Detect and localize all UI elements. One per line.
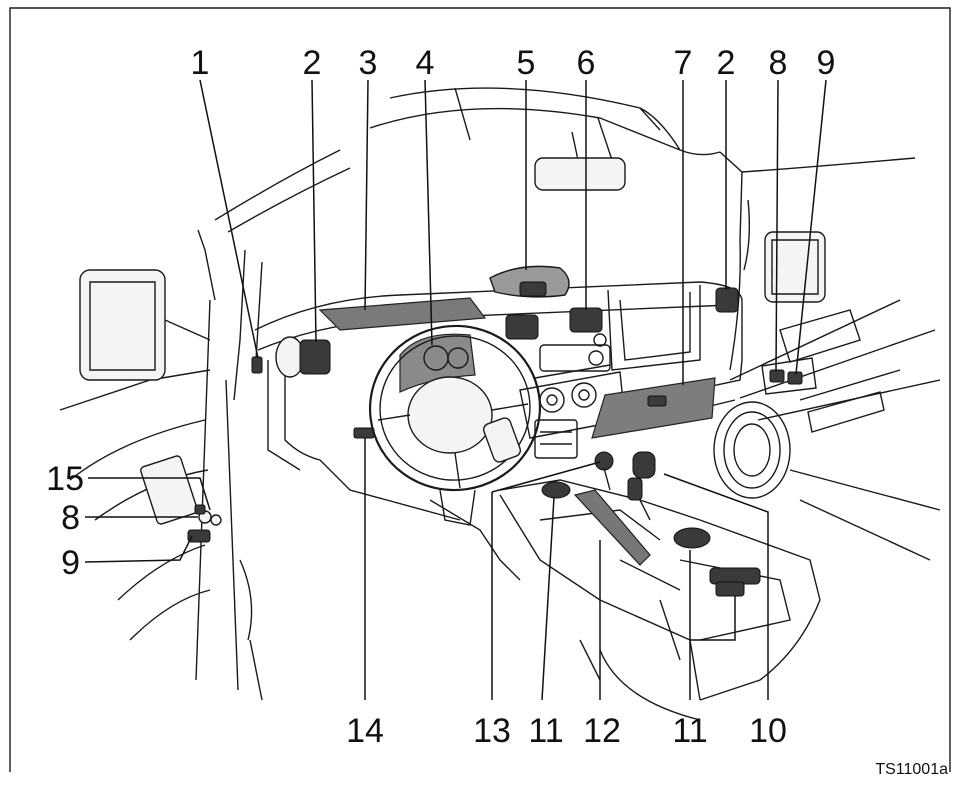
parking-brake-lever <box>573 489 651 566</box>
callout-6: 6 <box>577 44 596 82</box>
center-console <box>429 479 821 721</box>
figure-code: TS11001a <box>875 761 948 778</box>
callout-1: 1 <box>191 44 210 82</box>
a-pillar-switch <box>251 356 263 374</box>
center-air-vents <box>505 307 603 340</box>
right-air-vent <box>715 287 739 313</box>
cup-holders <box>541 481 761 597</box>
callout-14: 14 <box>346 712 384 750</box>
callout-9-right: 9 <box>817 44 836 82</box>
callout-11-right: 11 <box>672 712 707 750</box>
left-air-vent <box>275 336 331 378</box>
callout-2-right: 2 <box>717 44 736 82</box>
left-side-mirror <box>79 269 211 381</box>
shift-levers <box>594 451 656 521</box>
callout-7: 7 <box>674 44 693 82</box>
callout-8-left: 8 <box>61 499 80 537</box>
callout-9-left: 9 <box>61 544 80 582</box>
left-door-switches <box>187 504 222 543</box>
callout-5: 5 <box>517 44 536 82</box>
windshield <box>369 87 916 173</box>
steering-wheel <box>368 324 542 526</box>
leader-lines <box>84 79 827 701</box>
callout-8-right: 8 <box>769 44 788 82</box>
callout-15: 15 <box>46 460 84 498</box>
lower-dash-switch <box>353 427 375 439</box>
right-door <box>713 171 941 561</box>
rear-view-mirror <box>534 131 626 191</box>
callout-2-left: 2 <box>303 44 322 82</box>
callout-13: 13 <box>473 712 511 750</box>
callout-10: 10 <box>749 712 787 750</box>
frame-border <box>9 7 951 772</box>
callout-11-left: 11 <box>528 712 563 750</box>
glove-box <box>591 377 716 439</box>
callout-12: 12 <box>583 712 621 750</box>
right-side-mirror <box>764 231 826 303</box>
callout-3: 3 <box>359 44 378 82</box>
right-window-switches <box>761 357 817 395</box>
overhead-console <box>489 265 570 298</box>
meter-cluster <box>399 333 476 393</box>
left-a-pillar-and-door <box>59 149 351 701</box>
upper-storage-lid <box>318 297 487 331</box>
callout-4: 4 <box>416 44 435 82</box>
callout-labels: 1 2 3 4 5 6 7 2 8 9 15 8 9 14 13 11 12 1… <box>46 44 835 750</box>
